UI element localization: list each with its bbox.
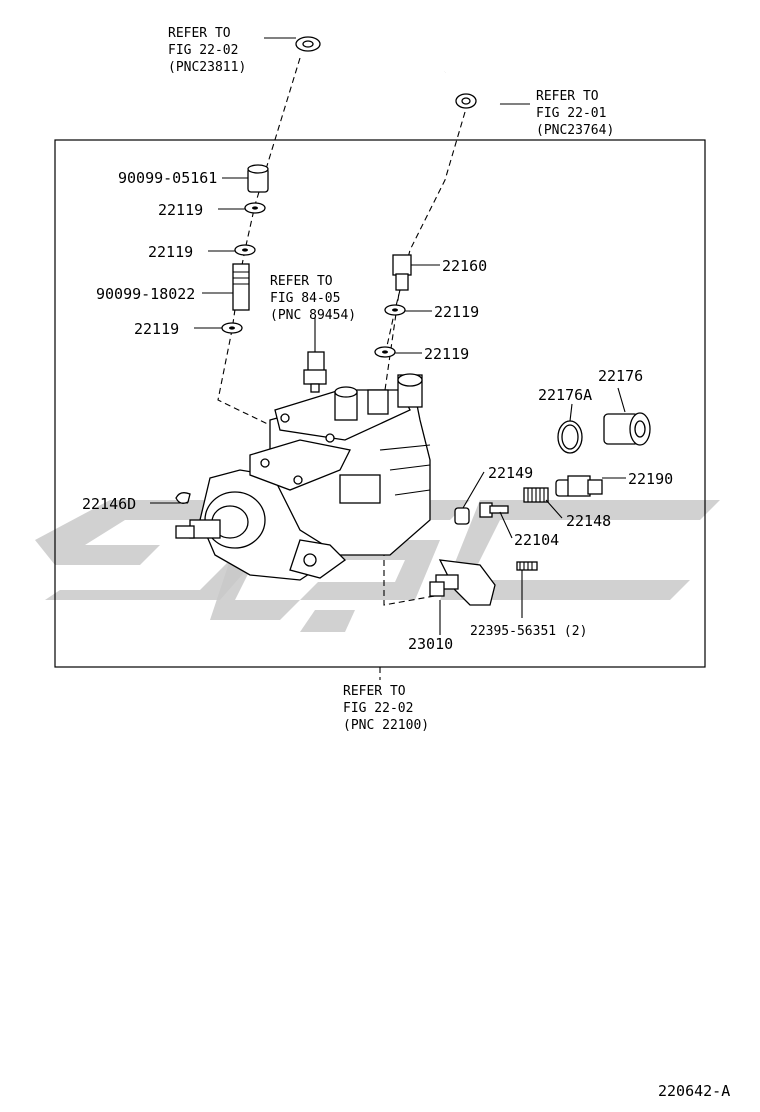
figure-id: 220642-A [658,1082,730,1100]
ref-top-left-line3: (PNC23811) [168,60,246,75]
part-22160: 22160 [442,257,487,275]
part-22119-e: 22119 [424,345,469,363]
part-22104: 22104 [514,531,559,549]
injection-pump [175,373,431,581]
solenoid-23010 [429,559,496,606]
part-90099-05161: 90099-05161 [118,169,217,187]
screw-22395 [516,561,538,571]
ref-mid-line1: REFER TO [270,274,333,289]
plug-22176 [603,412,651,446]
spring-22148 [523,487,549,503]
ref-bottom-line3: (PNC 22100) [343,718,429,733]
part-22148: 22148 [566,512,611,530]
cap-22149 [454,507,470,525]
ref-bottom-line2: FIG 22-02 [343,701,413,716]
cap-nut [247,164,269,193]
part-22176: 22176 [598,367,643,385]
part-22149: 22149 [488,464,533,482]
part-23010: 23010 [408,635,453,653]
part-22119-a: 22119 [158,201,203,219]
ref-top-left-line1: REFER TO [168,26,231,41]
part-22146D: 22146D [82,495,136,513]
ref-top-right-line1: REFER TO [536,89,599,104]
part-22119-b: 22119 [148,243,193,261]
part-90099-18022: 90099-18022 [96,285,195,303]
ref-top-right-line3: (PNC23764) [536,123,614,138]
fuel-pipe-right [435,88,501,120]
part-22119-c: 22119 [134,320,179,338]
ref-top-right-line2: FIG 22-01 [536,106,606,121]
fuel-pipe-left [295,36,446,112]
union-bolt [392,254,412,291]
ref-mid-line2: FIG 84-05 [270,291,340,306]
part-22176A: 22176A [538,386,592,404]
plug-22190 [555,475,603,497]
part-22395-56351: 22395-56351 (2) [470,624,587,639]
banjo-bolt [232,263,250,311]
ref-top-left-line2: FIG 22-02 [168,43,238,58]
screw-22104 [479,502,509,518]
part-22190: 22190 [628,470,673,488]
part-22119-d: 22119 [434,303,479,321]
sensor [303,351,327,393]
clip-22146D [175,492,191,504]
ref-mid-line3: (PNC 89454) [270,308,356,323]
ref-bottom-line1: REFER TO [343,684,406,699]
